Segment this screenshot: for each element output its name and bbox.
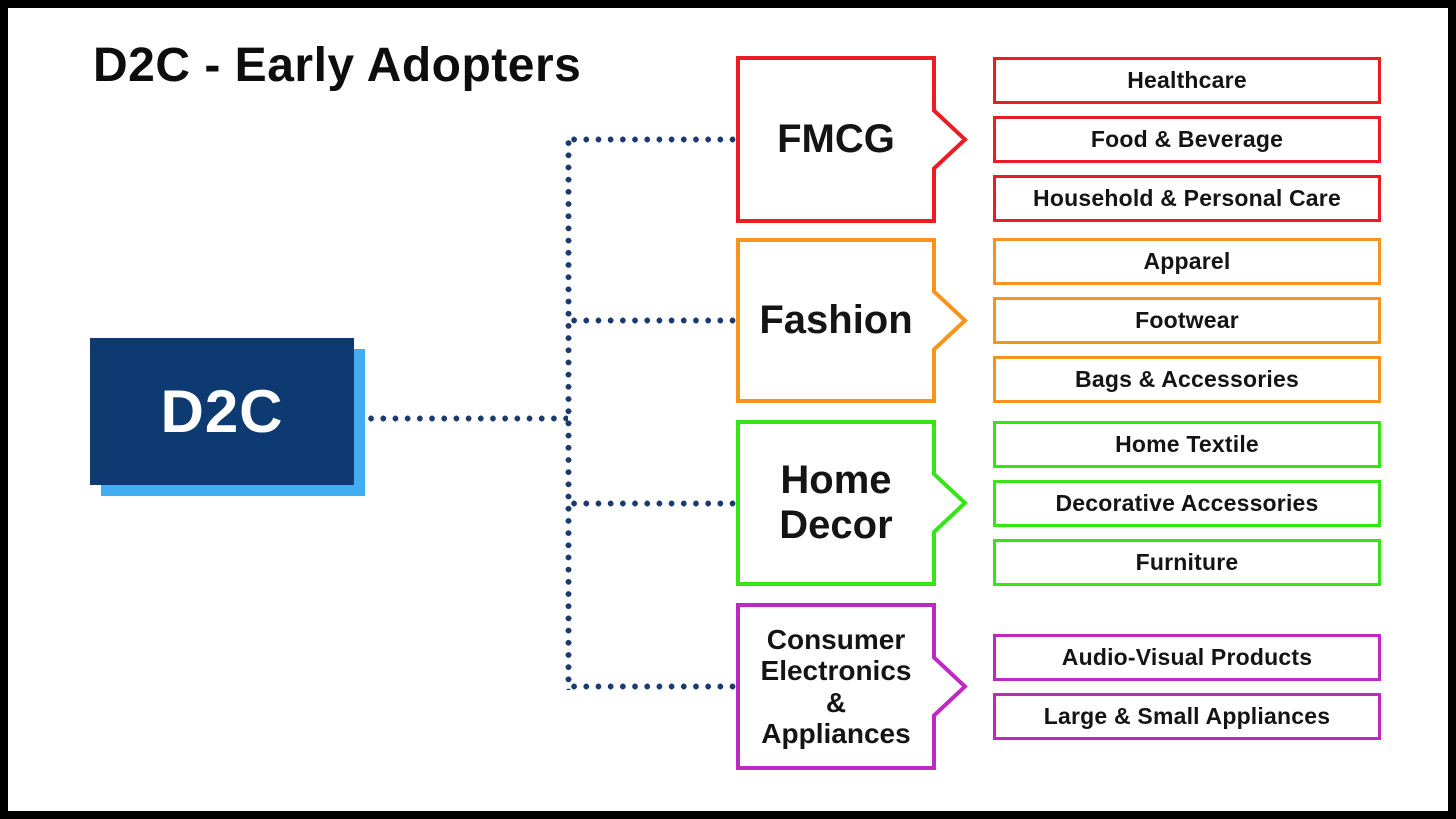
connector-branch-home-decor: [568, 499, 736, 507]
subitem-box-fmcg-2: Household & Personal Care: [993, 175, 1381, 222]
root-node: D2C: [90, 338, 354, 485]
connector-branch-fashion: [568, 317, 736, 324]
category-box-fmcg: FMCG: [736, 56, 968, 223]
subitem-label: Large & Small Appliances: [1043, 702, 1331, 729]
subitem-box-fashion-2: Bags & Accessories: [993, 356, 1381, 403]
subitem-label: Footwear: [1135, 307, 1239, 333]
category-label-fashion: Fashion: [759, 298, 913, 343]
connector-trunk: [564, 136, 572, 690]
subitem-box-home-decor-0: Home Textile: [993, 420, 1381, 468]
subitem-label: Bags & Accessories: [1075, 366, 1299, 392]
subitem-label: Healthcare: [1127, 67, 1247, 93]
subitem-label: Decorative Accessories: [1055, 489, 1319, 516]
subitem-box-fmcg-0: Healthcare: [993, 57, 1381, 104]
subitem-label: Home Textile: [1115, 430, 1259, 457]
subitem-box-fmcg-1: Food & Beverage: [993, 116, 1381, 163]
category-arrow-shape: [736, 603, 968, 770]
category-arrow-shape: [736, 238, 968, 403]
category-box-fashion: Fashion: [736, 238, 968, 403]
subitem-label: Audio-Visual Products: [1061, 643, 1313, 670]
connector-root: [365, 414, 568, 422]
subitem-box-consumer-electronics-appliances-0: Audio-Visual Products: [993, 633, 1381, 681]
subitem-box-home-decor-1: Decorative Accessories: [993, 479, 1381, 527]
subitem-box-home-decor-2: Furniture: [993, 538, 1381, 586]
connector-branch-consumer-electronics-appliances: [568, 683, 736, 690]
diagram-title: D2C - Early Adopters: [93, 39, 582, 92]
subitem-box-fashion-0: Apparel: [993, 238, 1381, 285]
subitem-label: Furniture: [1135, 548, 1239, 575]
subitem-box-fashion-1: Footwear: [993, 297, 1381, 344]
category-label-fmcg: FMCG: [777, 117, 895, 162]
category-arrow-shape: [736, 420, 968, 586]
connector-branch-fmcg: [568, 136, 736, 143]
subitem-label: Food & Beverage: [1090, 126, 1284, 152]
root-node-label: D2C: [160, 378, 284, 445]
subitem-box-consumer-electronics-appliances-1: Large & Small Appliances: [993, 692, 1381, 740]
subitem-label: Household & Personal Care: [1033, 185, 1341, 211]
subitem-label: Apparel: [1143, 248, 1231, 274]
category-arrow-shape: [736, 56, 968, 223]
